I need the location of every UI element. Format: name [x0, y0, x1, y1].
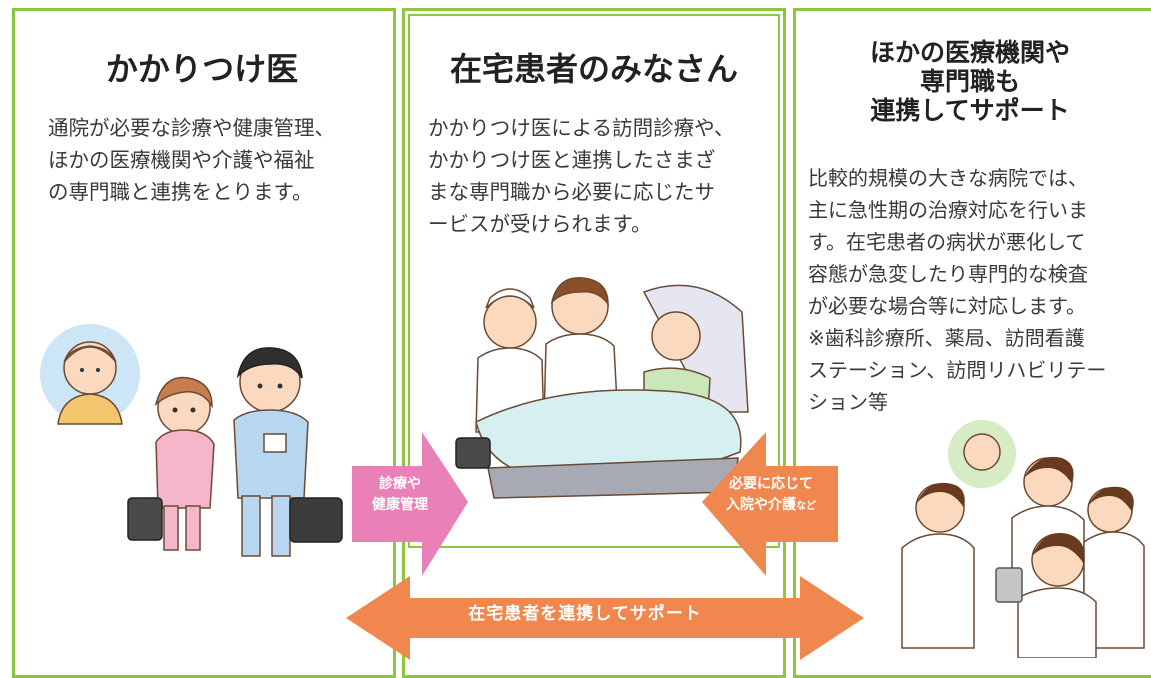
text-line: まな専門職から必要に応じたサ: [428, 180, 715, 204]
pink-right-arrow: [352, 432, 468, 576]
text-line: ※歯科診療所、薬局、訪問看護: [808, 326, 1085, 350]
arrow-label-line: 必要に応じて: [729, 476, 813, 492]
text-line: 通院が必要な診療や健康管理、: [48, 116, 335, 140]
title-line: 連携してサポート: [870, 96, 1070, 125]
orange-arrow-label: 必要に応じて 入院や介護など: [712, 474, 830, 517]
home-patients-title: 在宅患者のみなさん: [449, 50, 738, 88]
pink-arrow-label: 診療や 健康管理: [360, 474, 440, 516]
bottom-arrow-label: 在宅患者を連携してサポート: [468, 604, 702, 624]
text-line: 比較的規模の大きな病院では、: [808, 166, 1088, 190]
arrow-label-main: 入院や介護: [726, 497, 796, 513]
family-doctor-title: かかりつけ医: [105, 50, 299, 88]
home-patients-description: かかりつけ医による訪問診療や、 かかりつけ医と連携したさまざ まな専門職から必要…: [428, 112, 773, 240]
orange-left-arrow: [702, 432, 838, 576]
text-line: が必要な場合等に対応します。: [808, 294, 1086, 318]
text-line: ション等: [808, 390, 888, 414]
doctor-nurse-walking-illustration: [40, 324, 343, 557]
text-line: ほかの医療機関や介護や福祉: [48, 148, 315, 172]
text-line: ステーション、訪問リハビリテー: [808, 358, 1107, 382]
arrow-label-suffix: など: [796, 501, 816, 512]
arrow-label-line: 健康管理: [372, 497, 428, 513]
other-institutions-description: 比較的規模の大きな病院では、 主に急性期の治療対応を行いま す。在宅患者の病状が…: [808, 162, 1151, 418]
text-line: かかりつけ医による訪問診療や、: [428, 116, 735, 140]
title-line: 専門職も: [919, 67, 1020, 96]
text-line: かかりつけ医と連携したさまざ: [428, 148, 716, 172]
family-doctor-description: 通院が必要な診療や健康管理、 ほかの医療機関や介護や福祉 の専門職と連携をとりま…: [48, 112, 388, 208]
text-line: 容態が急変したり専門的な検査: [808, 262, 1088, 286]
home-visit-bedside-illustration: [455, 277, 749, 499]
text-line: の専門職と連携をとります。: [48, 180, 313, 204]
arrow-label-line: 診療や: [379, 476, 421, 492]
bottom-double-arrow: [346, 576, 864, 660]
medical-team-illustration: [901, 420, 1145, 658]
text-line: す。在宅患者の病状が悪化して: [808, 230, 1086, 254]
title-line: ほかの医療機関や: [869, 38, 1070, 67]
panel-home-patients-inner-frame: [408, 14, 780, 548]
arrow-label-line: 入院や介護など: [712, 495, 830, 517]
text-line: ービスが受けられます。: [428, 212, 652, 236]
other-institutions-title: ほかの医療機関や 専門職も 連携してサポート: [800, 38, 1140, 125]
text-line: 主に急性期の治療対応を行いま: [808, 198, 1088, 222]
